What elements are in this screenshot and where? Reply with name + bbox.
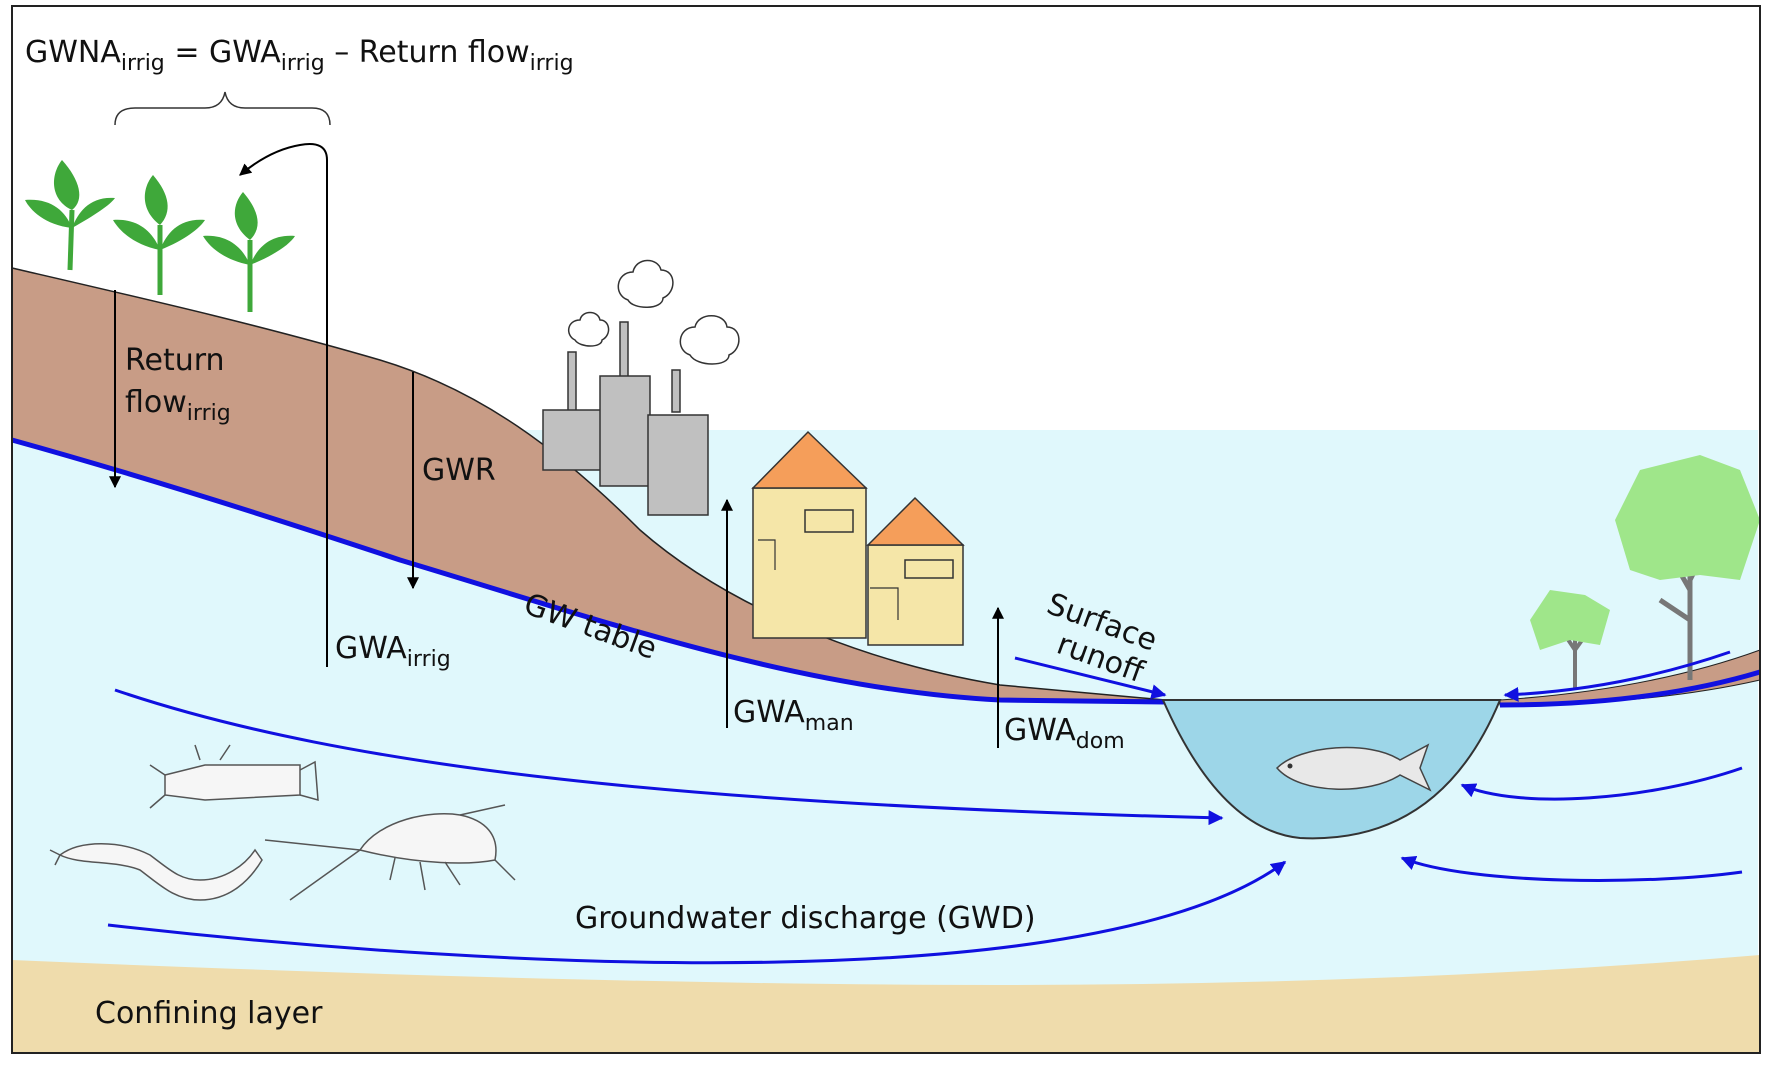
smoke-cloud-icon — [568, 259, 740, 365]
equation: GWNAirrig = GWAirrig – Return flowirrig — [25, 35, 574, 76]
gwa-dom-label: GWAdom — [1004, 713, 1125, 754]
gw-flow-arrow-right-lower — [1400, 855, 1743, 882]
confining-layer-label: Confining layer — [95, 996, 323, 1031]
plant-icon — [203, 192, 295, 312]
equation-brace — [114, 91, 331, 126]
gw-flow-arrow-upper-left — [114, 688, 1224, 826]
plant-icon — [113, 175, 205, 295]
gwr-label: GWR — [422, 453, 496, 488]
gwa-irrig-label: GWAirrig — [335, 631, 451, 672]
factory-icon — [542, 321, 709, 516]
crayfish-icon — [149, 744, 319, 809]
shrimp-icon — [49, 843, 263, 901]
house-icon — [866, 496, 965, 646]
tree-icon — [1530, 590, 1610, 690]
gw-flow-arrow-right-bank — [1503, 650, 1731, 702]
gw-table-line — [11, 437, 1166, 705]
gwa-irrig-arrow — [239, 143, 328, 667]
diagram-frame — [11, 5, 1761, 1054]
amphipod-icon — [264, 804, 516, 901]
gwd-label: Groundwater discharge (GWD) — [575, 901, 1036, 936]
surface-runoff-arrow — [1014, 656, 1167, 700]
confining-layer — [12, 955, 1760, 1052]
gwa-man-label: GWAman — [733, 695, 854, 736]
return-flow-label-line2: flowirrig — [125, 385, 231, 426]
return-flow-label: Return — [125, 343, 225, 378]
house-icon — [751, 430, 868, 639]
gw-flow-arrow-right-upper — [1460, 766, 1743, 801]
plant-icon — [25, 160, 115, 271]
fish-icon — [1275, 743, 1432, 792]
right-gw-table-line — [1499, 669, 1761, 708]
gw-flow-arrow-lower-left — [107, 860, 1287, 965]
tree-icon — [1615, 455, 1760, 680]
